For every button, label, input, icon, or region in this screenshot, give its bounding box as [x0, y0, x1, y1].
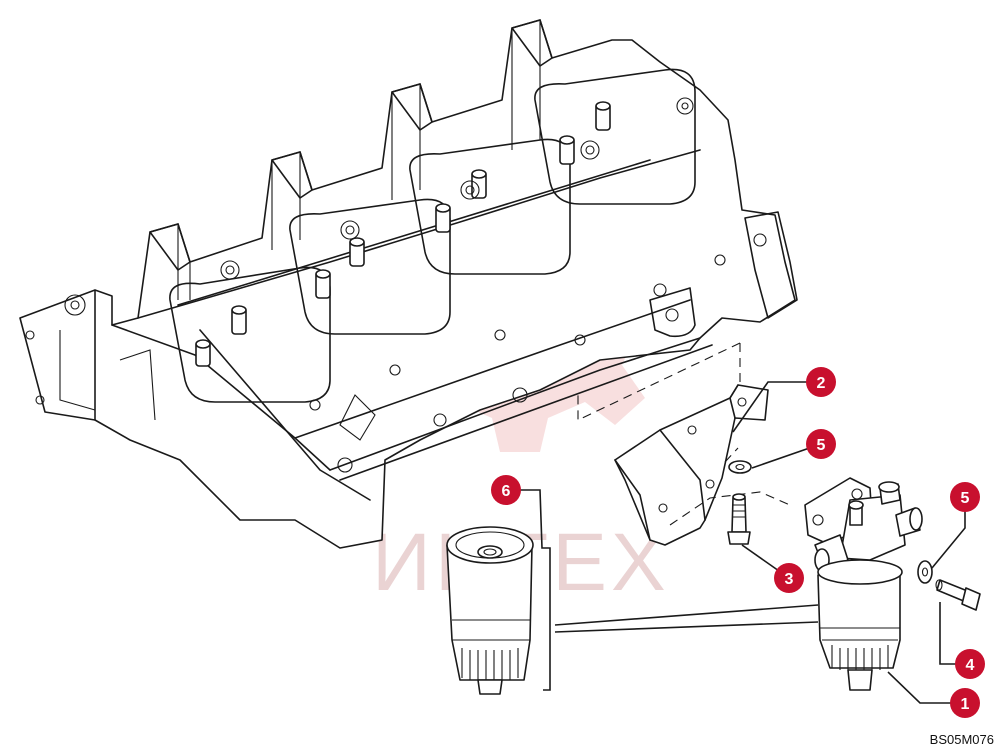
callout-3: 3	[774, 563, 804, 593]
callout-5-upper: 5	[806, 429, 836, 459]
callout-5-right: 5	[950, 482, 980, 512]
callout-label: 5	[817, 437, 826, 454]
washer-upper	[728, 460, 752, 474]
cylinder-head	[19, 19, 798, 549]
drawing-code: BS05M076	[930, 732, 994, 747]
bolt-3	[727, 493, 751, 545]
bolt-holes	[25, 97, 767, 473]
valve-guides	[195, 101, 611, 367]
callout-label: 5	[961, 490, 970, 507]
filter-cartridge	[446, 526, 534, 695]
callout-label: 3	[785, 571, 794, 588]
callout-label: 4	[966, 657, 975, 674]
fuel-filter-assembly	[804, 477, 923, 691]
callout-label: 1	[961, 696, 970, 713]
callout-label: 6	[502, 483, 511, 500]
callout-label: 2	[817, 375, 826, 392]
callout-6: 6	[491, 475, 521, 505]
mounting-bracket	[614, 384, 769, 546]
assembly-guide-lines	[577, 342, 791, 526]
callout-2: 2	[806, 367, 836, 397]
washer-right	[917, 560, 933, 584]
callout-1: 1	[950, 688, 980, 718]
bolt-4	[935, 579, 981, 611]
callout-4: 4	[955, 649, 985, 679]
